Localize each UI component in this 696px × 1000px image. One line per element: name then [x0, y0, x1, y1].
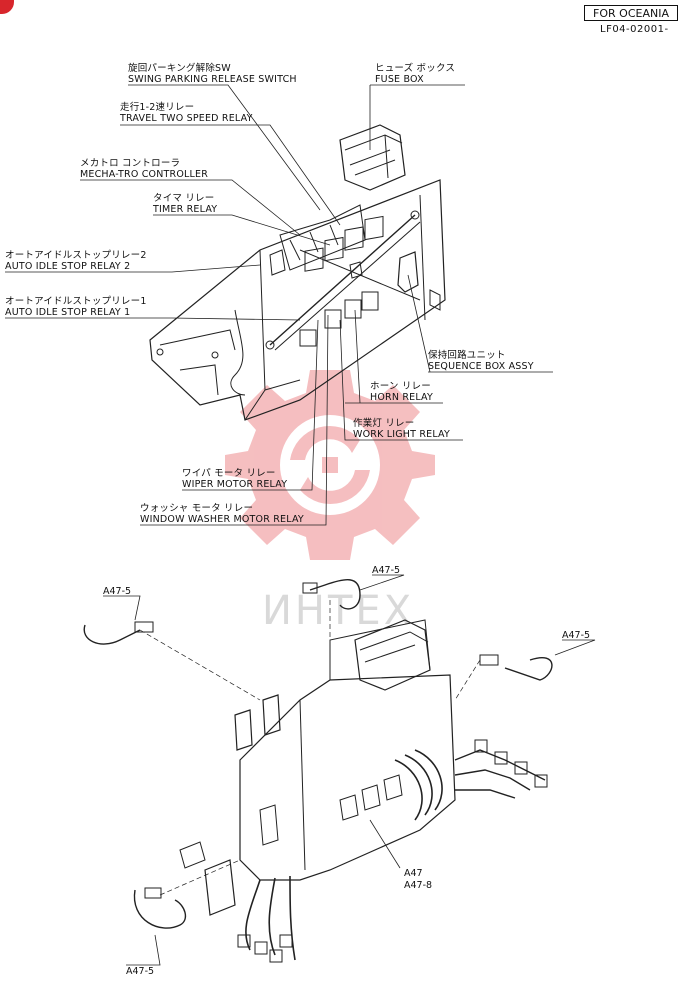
label-wiper-motor-relay: ワイパ モータ リレー WIPER MOTOR RELAY: [182, 468, 287, 490]
part-ref-right: A47-5: [562, 630, 591, 641]
label-en: SEQUENCE BOX ASSY: [428, 361, 534, 372]
label-jp: オートアイドルストップリレー2: [5, 250, 147, 261]
part-ref-top: A47-5: [372, 565, 401, 576]
label-en: TIMER RELAY: [153, 204, 218, 215]
label-en: TRAVEL TWO SPEED RELAY: [120, 113, 253, 124]
label-jp: ワイパ モータ リレー: [182, 468, 276, 479]
label-sequence-box-assy: 保持回路ユニット SEQUENCE BOX ASSY: [428, 350, 534, 372]
label-en: FUSE BOX: [375, 74, 424, 85]
label-jp: ヒューズ ボックス: [375, 63, 456, 74]
label-mecha-tro-controller: メカトロ コントローラ MECHA-TRO CONTROLLER: [80, 158, 208, 180]
document-code: LF04-02001-: [600, 24, 669, 35]
label-en: SWING PARKING RELEASE SWITCH: [128, 74, 297, 85]
watermark-text: ИНТЕХ: [262, 588, 415, 634]
label-jp: タイマ リレー: [153, 193, 215, 204]
label-en: MECHA-TRO CONTROLLER: [80, 169, 209, 180]
label-en: WIPER MOTOR RELAY: [182, 479, 288, 490]
label-auto-idle-stop-relay-1: オートアイドルストップリレー1 AUTO IDLE STOP RELAY 1: [5, 296, 147, 318]
label-swing-parking-release: 旋回パーキング解除SW SWING PARKING RELEASE SWITCH: [128, 63, 297, 85]
label-jp: メカトロ コントローラ: [80, 158, 181, 169]
label-window-washer-motor-relay: ウォッシャ モータ リレー WINDOW WASHER MOTOR RELAY: [140, 503, 304, 525]
label-en: WORK LIGHT RELAY: [353, 429, 451, 440]
label-jp: 保持回路ユニット: [428, 350, 506, 361]
part-ref-bottom: A47-5: [126, 966, 155, 977]
label-timer-relay: タイマ リレー TIMER RELAY: [153, 193, 217, 215]
label-jp: 走行1-2速リレー: [120, 102, 195, 113]
label-en: WINDOW WASHER MOTOR RELAY: [140, 514, 304, 525]
label-fuse-box: ヒューズ ボックス FUSE BOX: [375, 63, 455, 85]
label-jp: ウォッシャ モータ リレー: [140, 503, 254, 514]
label-work-light-relay: 作業灯 リレー WORK LIGHT RELAY: [353, 418, 450, 440]
label-auto-idle-stop-relay-2: オートアイドルストップリレー2 AUTO IDLE STOP RELAY 2: [5, 250, 147, 272]
label-jp: オートアイドルストップリレー1: [5, 296, 147, 307]
part-ref-left: A47-5: [103, 586, 132, 597]
label-jp: ホーン リレー: [370, 381, 431, 392]
label-jp: 旋回パーキング解除SW: [128, 63, 231, 74]
label-travel-two-speed-relay: 走行1-2速リレー TRAVEL TWO SPEED RELAY: [120, 102, 253, 124]
label-en: AUTO IDLE STOP RELAY 2: [5, 261, 131, 272]
label-en: AUTO IDLE STOP RELAY 1: [5, 307, 131, 318]
region-badge: FOR OCEANIA: [584, 5, 678, 21]
part-ref-main-sub: A47-8: [404, 880, 433, 891]
label-horn-relay: ホーン リレー HORN RELAY: [370, 381, 433, 403]
label-en: HORN RELAY: [370, 392, 434, 403]
part-ref-main: A47: [404, 868, 423, 879]
label-jp: 作業灯 リレー: [353, 418, 415, 429]
